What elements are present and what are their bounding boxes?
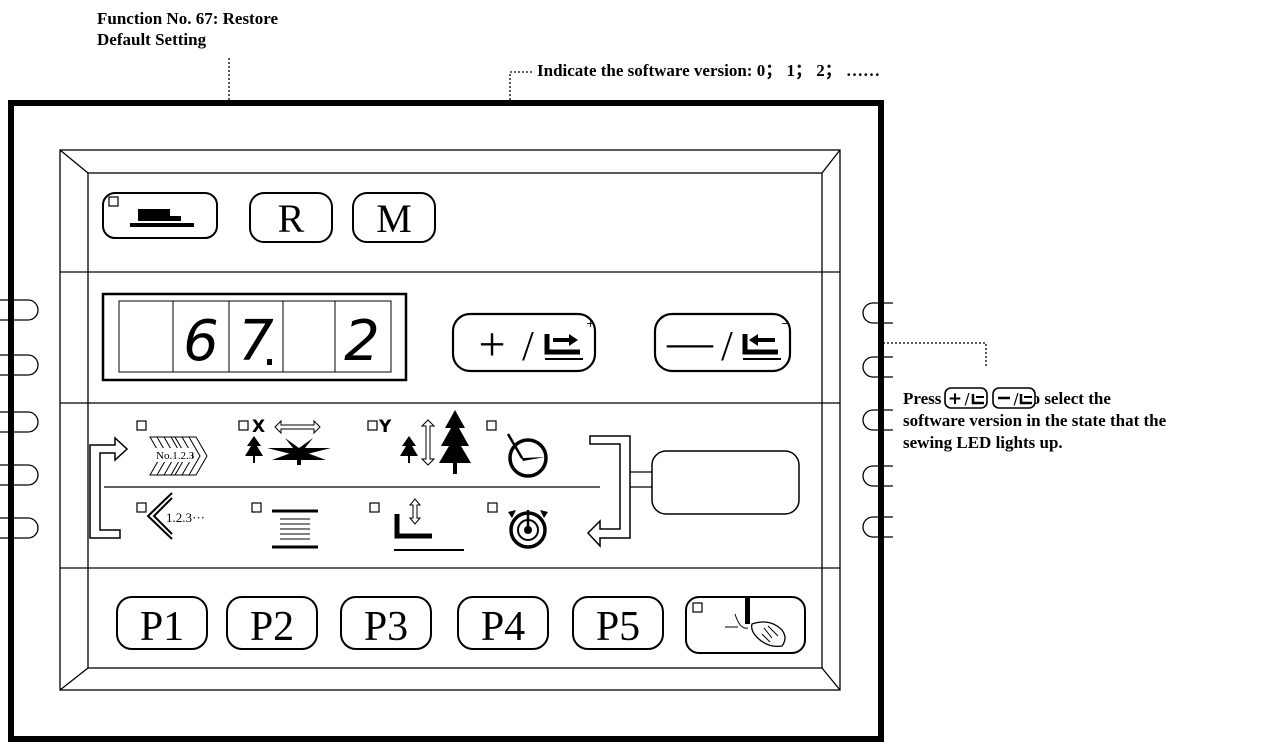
p1-label: P1: [140, 604, 184, 650]
version-note: Indicate the software version: 0； 1； 2； …: [537, 61, 880, 80]
sewing-led: [108, 196, 119, 207]
svg-text:−: −: [781, 317, 790, 330]
led-x-offset: [238, 420, 249, 431]
needle-hand-icon: [725, 598, 786, 648]
led-clock: [486, 420, 497, 431]
insert-point-forward-icon: +: [544, 317, 595, 360]
p3-button[interactable]: P3: [340, 596, 432, 650]
sewing-machine-icon: [138, 209, 181, 221]
thread-trim-led: [692, 602, 703, 613]
press-note-line3: sewing LED lights up.: [903, 433, 1063, 452]
p4-button[interactable]: P4: [457, 596, 549, 650]
inline-plus-button-icon: + /: [944, 387, 988, 409]
multi-pattern-icon: No.1.2.3: [149, 436, 208, 476]
sewing-button[interactable]: [102, 192, 218, 239]
multi-pattern-label: No.1.2.3: [156, 450, 195, 462]
svg-text:+: +: [586, 317, 595, 330]
screen-slot: [651, 450, 800, 515]
minus-slash: /: [721, 324, 733, 370]
timer-icon: [506, 433, 548, 478]
led-multi-pattern: [136, 420, 147, 431]
p2-label: P2: [250, 604, 294, 650]
r-button-label: R: [278, 196, 305, 241]
plus-button[interactable]: + / +: [451, 312, 597, 373]
p5-button[interactable]: P5: [572, 596, 664, 650]
panel-bezel: [59, 149, 841, 691]
p5-label: P5: [596, 604, 640, 650]
presser-foot-icon: [394, 498, 464, 551]
led-stitch-lines: [251, 502, 262, 513]
press-prefix: Press: [903, 389, 942, 408]
side-bumps-left: [0, 299, 39, 539]
display-decimal-point: [267, 359, 272, 365]
p1-button[interactable]: P1: [116, 596, 208, 650]
display-digit-5: 2: [344, 309, 380, 374]
led-presser-foot: [369, 502, 380, 513]
press-note-line1: Press to select the: [903, 388, 1111, 409]
y-label: Y: [378, 417, 392, 437]
minus-symbol: —: [666, 316, 714, 367]
x-label: X: [252, 417, 265, 437]
cycle-arrow-left-icon: [89, 436, 129, 539]
led-y-offset: [367, 420, 378, 431]
y-offset-icon: [400, 410, 471, 474]
indicator-area: No.1.2.3 X Y: [89, 410, 800, 551]
m-button-label: M: [376, 196, 412, 241]
press-suffix: to select the: [1025, 389, 1111, 408]
sequence-label: 1.2.3···: [166, 510, 205, 525]
plus-symbol: +: [478, 318, 505, 371]
thread-trim-button[interactable]: [685, 596, 806, 654]
m-button[interactable]: M: [352, 192, 436, 243]
side-bumps-right: [862, 302, 893, 538]
bobbin-icon: [508, 510, 548, 549]
cycle-arrow-right-icon: [586, 435, 631, 548]
function-title-line2: Default Setting: [97, 30, 207, 49]
function-title-line1: Function No. 67: Restore: [97, 9, 278, 28]
minus-button[interactable]: — / −: [653, 312, 792, 373]
insert-point-backward-icon: −: [742, 317, 790, 360]
function-title: Function No. 67: Restore Default Setting: [97, 8, 278, 50]
inline-minus-button-icon: /: [992, 387, 1036, 409]
svg-text:/: /: [964, 390, 970, 408]
led-bobbin: [487, 502, 498, 513]
led-sequence: [136, 502, 147, 513]
p3-label: P3: [364, 604, 408, 650]
seven-segment-display: 6 7 2: [101, 292, 408, 382]
press-note-line2: software version in the state that the: [903, 411, 1167, 430]
x-offset-icon: [245, 419, 331, 465]
stitch-lines-icon: [272, 509, 318, 549]
p4-label: P4: [481, 604, 525, 650]
r-button[interactable]: R: [249, 192, 333, 243]
sequence-icon: 1.2.3···: [146, 492, 205, 540]
svg-text:+: +: [948, 389, 962, 409]
plus-slash: /: [522, 324, 534, 370]
p2-button[interactable]: P2: [226, 596, 318, 650]
display-digit-2: 6: [183, 309, 219, 374]
svg-text:/: /: [1013, 390, 1019, 408]
